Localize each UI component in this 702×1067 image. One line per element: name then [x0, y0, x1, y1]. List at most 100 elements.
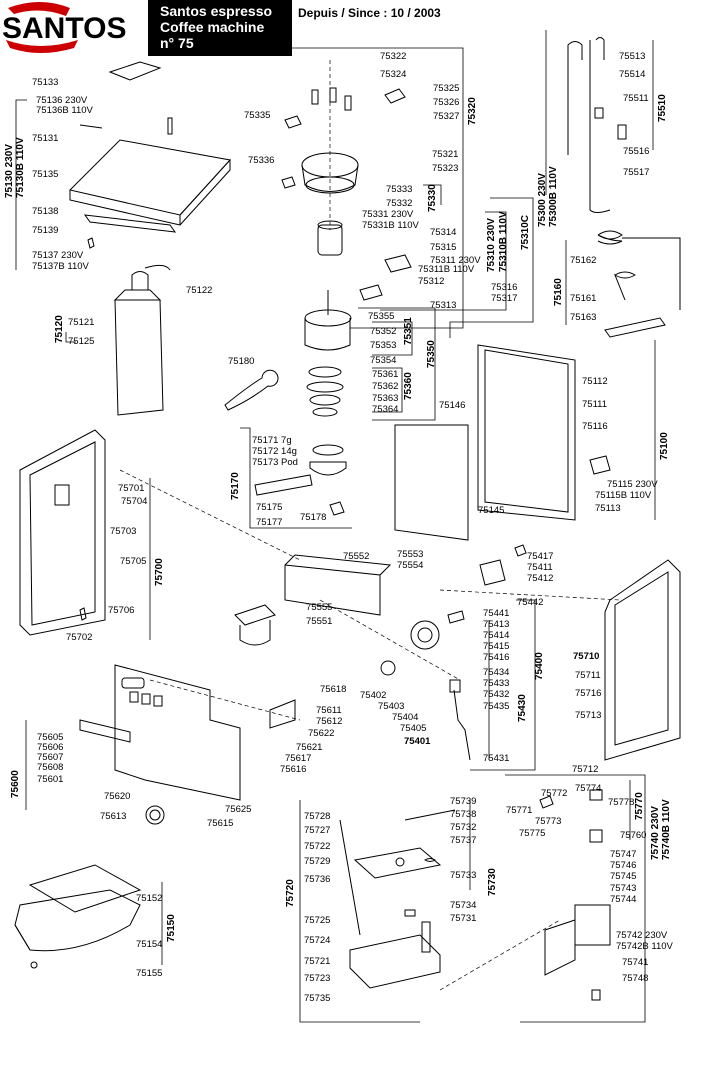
part-label: 75324	[380, 69, 407, 80]
dashed-line-side-to-bracket	[119, 469, 301, 561]
tray-edge	[14, 924, 31, 951]
dashed-line-right-panel	[439, 589, 621, 601]
solenoid-75742	[574, 904, 611, 946]
thermostat-75311	[384, 254, 412, 273]
fitting-75760	[589, 829, 603, 843]
santos-logo: SANTOS	[0, 0, 148, 56]
part-label: 75131	[32, 133, 59, 144]
group-head-base	[305, 176, 355, 194]
group-label: 75730	[487, 868, 498, 896]
part-label: 75404	[392, 712, 419, 723]
part-label: 75774	[575, 783, 602, 794]
logo-swoosh-bottom	[6, 40, 78, 53]
part-label: 75333	[386, 184, 413, 195]
part-label: 75702	[66, 632, 93, 643]
rod-75731	[421, 921, 431, 953]
header-banner: SANTOS Santos espresso Coffee machine n°…	[0, 0, 292, 56]
left-side-panel-assembly	[19, 429, 106, 636]
part-label: 75773	[535, 816, 562, 827]
rod-75736	[339, 819, 361, 936]
tray-75154	[14, 889, 141, 952]
fitting-75771	[539, 795, 554, 809]
back-panel-75111	[477, 344, 576, 521]
group-label: 75310C	[520, 214, 531, 250]
part-label: 75331B 110V	[362, 220, 419, 231]
wand-tube-75513	[567, 41, 583, 155]
filter-housing-top	[304, 309, 352, 327]
part-label: 75122	[186, 285, 213, 296]
fitting-75325	[384, 88, 406, 104]
filter-basket-75171	[312, 444, 344, 456]
part-label: 75415	[483, 641, 510, 652]
part-label: 75354	[370, 355, 397, 366]
part-label: 75731	[450, 913, 477, 924]
front-panel-logo	[121, 677, 145, 689]
top-cover-assembly	[69, 61, 231, 249]
bracket-75120	[65, 332, 76, 343]
part-label-bold: 75401	[404, 736, 431, 747]
part-label: 75516	[623, 146, 650, 157]
part-label: 75175	[256, 502, 283, 513]
part-label: 75414	[483, 630, 510, 641]
steam-wand-assembly	[567, 37, 627, 213]
part-label: 75402	[360, 690, 387, 701]
boiler-element	[317, 224, 343, 256]
bracket-75320	[292, 47, 464, 329]
part-label: 75735	[304, 993, 331, 1004]
part-label: 75744	[610, 894, 637, 905]
side-panel-inner	[29, 441, 96, 626]
bracket-75720	[299, 800, 420, 1023]
side-panel-75701	[19, 429, 106, 636]
rod-75131	[79, 124, 103, 129]
heater-spring-75161	[613, 271, 636, 301]
part-label: 75553	[397, 549, 424, 560]
base-frame-75721	[349, 934, 441, 989]
part-label: 75411	[527, 562, 553, 573]
fitting-75336	[281, 176, 296, 189]
part-label: 75625	[225, 804, 252, 815]
part-label: 75732	[450, 822, 477, 833]
tank-tube-75121	[144, 264, 171, 271]
bracket-75330	[423, 184, 442, 205]
part-label: 75607	[37, 752, 64, 763]
part-label: 75335	[244, 110, 271, 121]
part-label: 75778	[608, 797, 635, 808]
part-label: 75739	[450, 796, 477, 807]
right-panel-75710	[604, 559, 681, 761]
part-label: 75352	[370, 326, 397, 337]
part-label: 75431	[483, 753, 510, 764]
part-label: 75514	[619, 69, 646, 80]
part-label: 75111	[582, 399, 608, 410]
front-panel-switch-1	[129, 691, 139, 703]
group-label: 75170	[230, 472, 241, 500]
part-label: 75712	[572, 764, 599, 775]
part-label: 75312	[418, 276, 445, 287]
base-chassis-assembly	[339, 809, 456, 989]
group-label: 75320	[467, 97, 478, 125]
knob-75613	[145, 805, 165, 825]
part-label: 75171 7g	[252, 435, 292, 446]
part-label: 75135	[32, 169, 59, 180]
part-label: 75145	[478, 505, 505, 516]
part-label: 75139	[32, 225, 59, 236]
part-label: 75180	[228, 356, 255, 367]
part-label: 75605	[37, 732, 64, 743]
part-label: 75403	[378, 701, 405, 712]
part-label: 75364	[372, 404, 399, 415]
part-label: 75121	[68, 317, 95, 328]
part-label: 75738	[450, 809, 477, 820]
header-title-line3: n° 75	[160, 35, 194, 51]
part-label: 75728	[304, 811, 331, 822]
part-label: 75511	[623, 93, 649, 104]
right-side-panel-assembly	[604, 559, 681, 761]
group-label: 75770	[634, 792, 645, 820]
part-label: 75162	[570, 255, 597, 266]
spring-75733	[424, 858, 436, 862]
pump-core	[417, 627, 433, 643]
part-label: 75113	[595, 503, 621, 514]
group-label: 75700	[154, 558, 165, 586]
part-label: 75112	[582, 376, 608, 387]
main-bracket-assembly	[234, 554, 392, 646]
